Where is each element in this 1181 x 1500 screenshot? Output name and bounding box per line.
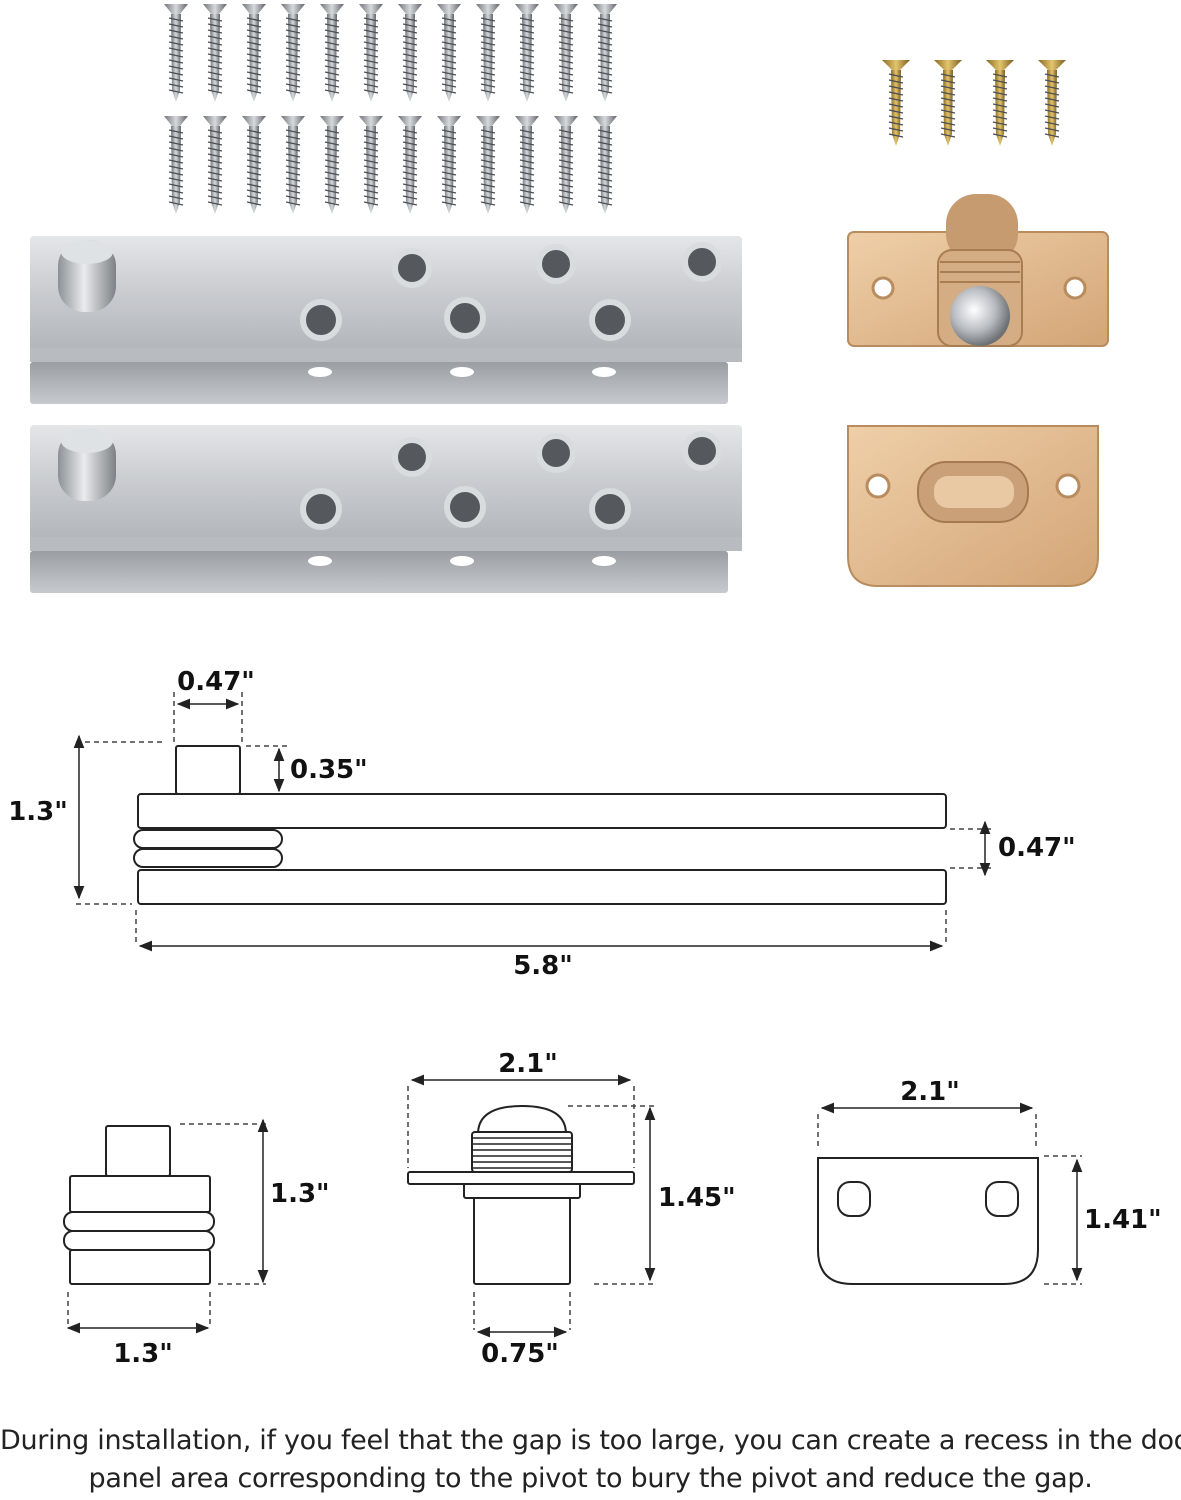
pivot-hinge-2 bbox=[30, 425, 742, 593]
screw bbox=[593, 116, 617, 214]
screw bbox=[1038, 60, 1066, 146]
catch-height-label: 1.45" bbox=[658, 1183, 736, 1213]
pivot-hinge-1 bbox=[30, 236, 742, 404]
catch-width-label: 2.1" bbox=[498, 1049, 558, 1079]
diagram-2-dimension-lines bbox=[66, 1118, 269, 1334]
screw bbox=[593, 4, 617, 102]
side-width-label: 1.3" bbox=[113, 1339, 173, 1369]
strike-plate-diagram bbox=[817, 1157, 1039, 1285]
strike-height-label: 1.41" bbox=[1084, 1205, 1162, 1235]
strike-width-label: 2.1" bbox=[900, 1077, 960, 1107]
pin-height-label: 0.35" bbox=[290, 755, 368, 785]
screw bbox=[203, 116, 227, 214]
installation-note: During installation, if you feel that th… bbox=[0, 1422, 1181, 1498]
plate-gap-label: 0.47" bbox=[998, 833, 1076, 863]
ball-catch bbox=[847, 194, 1109, 347]
screw bbox=[281, 4, 305, 102]
side-height-label: 1.3" bbox=[270, 1179, 330, 1209]
screw bbox=[398, 4, 422, 102]
ball-catch-diagram bbox=[407, 1104, 635, 1285]
screw bbox=[476, 4, 500, 102]
installation-note-line-2: panel area corresponding to the pivot to… bbox=[88, 1463, 1093, 1494]
screw bbox=[398, 116, 422, 214]
total-height-label: 1.3" bbox=[8, 797, 68, 827]
screw bbox=[164, 4, 188, 102]
screw bbox=[359, 116, 383, 214]
screw bbox=[359, 4, 383, 102]
screw bbox=[320, 116, 344, 214]
hinge-end-diagram bbox=[63, 1125, 215, 1285]
screw bbox=[554, 116, 578, 214]
screw bbox=[437, 116, 461, 214]
installation-note-line-1: During installation, if you feel that th… bbox=[0, 1425, 1181, 1456]
strike-plate bbox=[847, 425, 1099, 587]
hinge-side-diagram bbox=[133, 745, 947, 905]
screw bbox=[164, 116, 188, 214]
screw bbox=[515, 116, 539, 214]
diagram-3-dimension-lines bbox=[407, 1074, 656, 1338]
screw bbox=[554, 4, 578, 102]
screw bbox=[203, 4, 227, 102]
screw bbox=[320, 4, 344, 102]
diagram-4-dimension-lines bbox=[817, 1102, 1083, 1285]
screw bbox=[242, 116, 266, 214]
plate-length-label: 5.8" bbox=[513, 951, 573, 981]
pin-width-label: 0.47" bbox=[177, 667, 255, 697]
screw bbox=[986, 60, 1014, 146]
gold-screws bbox=[882, 60, 1066, 146]
screw bbox=[476, 116, 500, 214]
screw bbox=[242, 4, 266, 102]
diagram-1-dimension-lines bbox=[73, 692, 992, 952]
screw bbox=[437, 4, 461, 102]
screw bbox=[281, 116, 305, 214]
screw bbox=[882, 60, 910, 146]
screw bbox=[934, 60, 962, 146]
catch-barrel-label: 0.75" bbox=[481, 1339, 559, 1369]
screw-holes bbox=[300, 242, 722, 341]
silver-screws bbox=[164, 4, 617, 214]
screw bbox=[515, 4, 539, 102]
